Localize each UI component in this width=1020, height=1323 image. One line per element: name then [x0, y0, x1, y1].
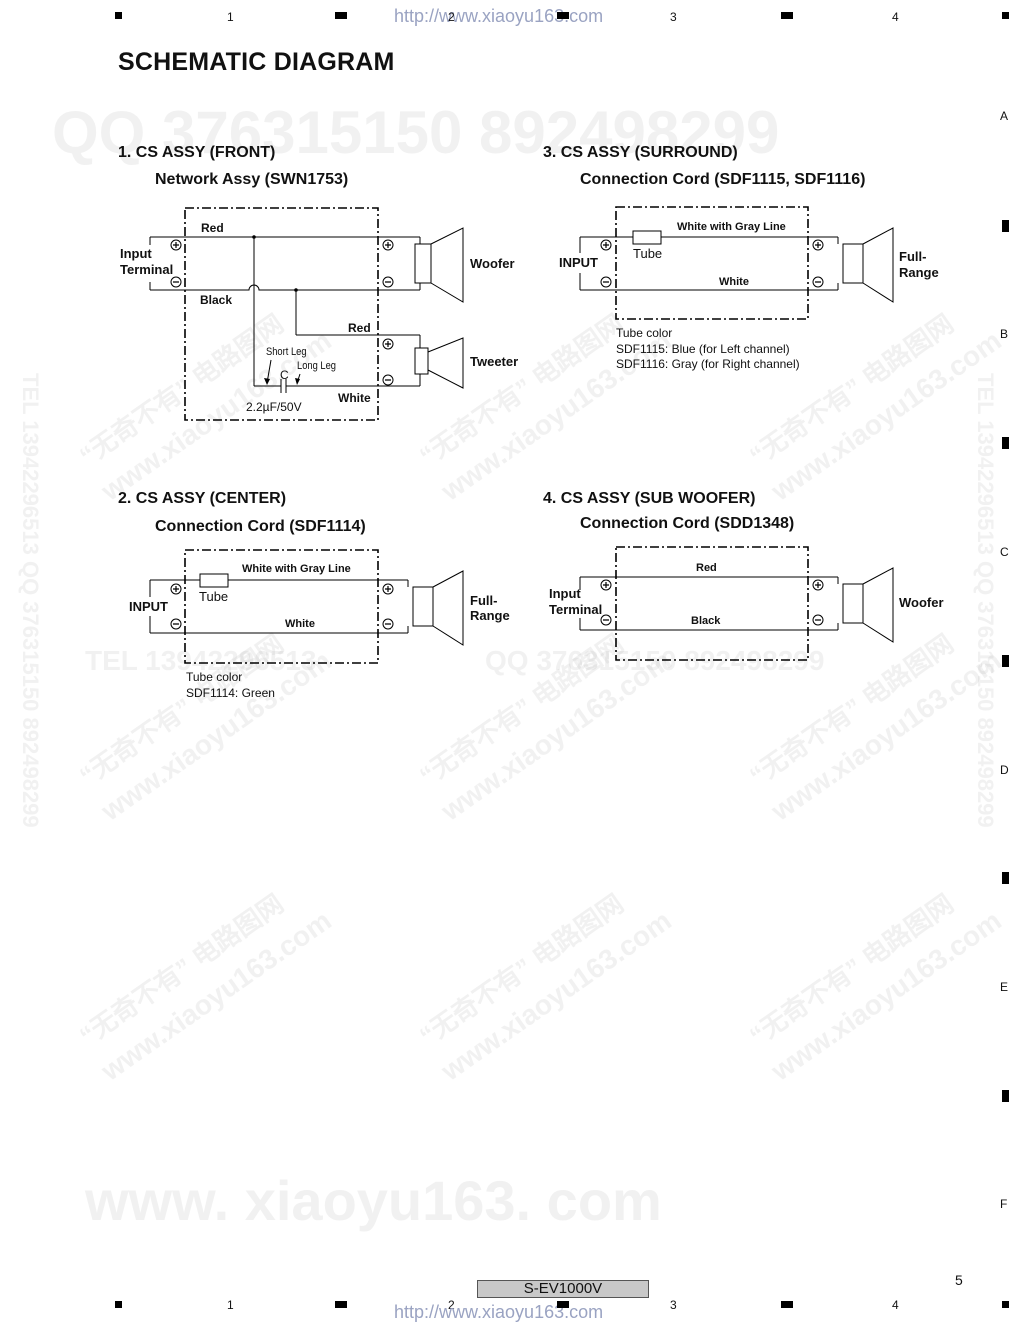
- header-url[interactable]: http://www.xiaoyu163.com: [394, 6, 604, 26]
- front-tweeter-cone: [427, 337, 464, 389]
- row-label-d: D: [1000, 763, 1009, 777]
- surround-note-3: SDF1116: Gray (for Right channel): [616, 357, 800, 371]
- page-number: 5: [955, 1272, 963, 1288]
- front-wire-black: Black: [200, 293, 233, 307]
- front-network-box: [184, 207, 379, 421]
- front-wire-white: White: [338, 391, 371, 405]
- center-speaker-label-2: Range: [470, 608, 510, 623]
- surround-speaker-label-2: Range: [899, 265, 939, 280]
- registration-marks: [115, 12, 1009, 1308]
- surround-tube-label: Tube: [633, 246, 663, 261]
- subwoofer-speaker-label: Woofer: [899, 595, 944, 610]
- page-title: SCHEMATIC DIAGRAM: [118, 48, 395, 76]
- subwoofer-wire-top: Red: [696, 562, 717, 574]
- front-input-label-2: Terminal: [120, 262, 174, 277]
- front-cap-label: C: [280, 368, 289, 382]
- col-label-4-bottom: 4: [892, 1298, 899, 1312]
- surround-cord-box: [615, 206, 809, 320]
- watermark-qq: QQ 376315150 892498299: [52, 99, 780, 166]
- center-cord-box: [184, 549, 379, 664]
- center-note-2: SDF1114: Green: [186, 686, 275, 700]
- surround-note-1: Tube color: [616, 326, 673, 340]
- surround-speaker-cone: [862, 227, 894, 303]
- col-label-3-bottom: 3: [670, 1298, 677, 1312]
- front-short-leg: Short Leg: [266, 346, 307, 358]
- surround-wire-top: White with Gray Line: [677, 221, 786, 233]
- front-woofer-label: Woofer: [470, 256, 515, 271]
- terminal-signs: [173, 242, 821, 625]
- col-label-2: 2: [448, 10, 455, 24]
- watermark-big-site: www. xiaoyu163. com: [85, 1169, 662, 1232]
- center-subheading: Connection Cord (SDF1114): [155, 518, 366, 535]
- surround-speaker-magnet: [842, 243, 864, 284]
- col-label-1: 1: [227, 10, 234, 24]
- front-subheading: Network Assy (SWN1753): [155, 171, 349, 188]
- front-tweeter-magnet: [414, 347, 429, 375]
- row-label-e: E: [1000, 980, 1009, 994]
- row-label-f: F: [1000, 1197, 1008, 1211]
- subwoofer-cord-box: [615, 546, 809, 661]
- model-label: S-EV1000V: [477, 1280, 649, 1298]
- col-label-4: 4: [892, 10, 899, 24]
- front-long-leg: Long Leg: [297, 360, 337, 372]
- leg-arrows: [264, 378, 300, 385]
- surround-input-label: INPUT: [559, 255, 598, 270]
- col-label-2-bottom: 2: [448, 1298, 455, 1312]
- subwoofer-speaker-magnet: [842, 583, 864, 624]
- footer-url[interactable]: http://www.xiaoyu163.com: [394, 1302, 604, 1322]
- row-label-c: C: [1000, 545, 1009, 559]
- surround-subheading: Connection Cord (SDF1115, SDF1116): [580, 171, 866, 188]
- surround-wire-bottom: White: [719, 276, 749, 288]
- center-wire-bottom: White: [285, 618, 315, 630]
- subwoofer-heading: 4. CS ASSY (SUB WOOFER): [543, 490, 756, 507]
- front-tweeter-label: Tweeter: [470, 354, 519, 369]
- subwoofer-input-label-1: Input: [549, 586, 581, 601]
- surround-tube: [632, 230, 662, 245]
- front-wire-red: Red: [201, 221, 224, 235]
- junction-dots: [252, 235, 298, 292]
- center-tube-label: Tube: [199, 589, 229, 604]
- row-label-a: A: [1000, 109, 1009, 123]
- surround-heading: 3. CS ASSY (SURROUND): [543, 144, 738, 161]
- surround-speaker-label-1: Full-: [899, 249, 927, 264]
- terminal-symbols: [170, 239, 824, 630]
- center-wire-top: White with Gray Line: [242, 563, 351, 575]
- subwoofer-input-label-2: Terminal: [549, 602, 603, 617]
- row-label-b: B: [1000, 327, 1009, 341]
- front-cap-value: 2.2µF/50V: [246, 400, 302, 414]
- front-heading: 1. CS ASSY (FRONT): [118, 144, 276, 161]
- front-woofer-cone: [430, 227, 464, 303]
- center-tube: [199, 573, 229, 588]
- watermark-tel-mid: TEL 13942296513: [85, 645, 317, 676]
- col-label-1-bottom: 1: [227, 1298, 234, 1312]
- col-label-3: 3: [670, 10, 677, 24]
- subwoofer-speaker-cone: [862, 567, 894, 643]
- center-heading: 2. CS ASSY (CENTER): [118, 490, 287, 507]
- center-speaker-cone: [432, 570, 464, 646]
- center-input-label: INPUT: [129, 599, 168, 614]
- front-woofer-magnet: [414, 243, 432, 284]
- center-speaker-label-1: Full-: [470, 593, 498, 608]
- front-wire-red2: Red: [348, 321, 371, 335]
- front-input-label-1: Input: [120, 246, 152, 261]
- center-note-1: Tube color: [186, 670, 243, 684]
- surround-note-2: SDF1115: Blue (for Left channel): [616, 342, 790, 356]
- subwoofer-subheading: Connection Cord (SDD1348): [580, 515, 795, 532]
- center-speaker-magnet: [412, 586, 434, 627]
- subwoofer-wire-bottom: Black: [691, 615, 721, 627]
